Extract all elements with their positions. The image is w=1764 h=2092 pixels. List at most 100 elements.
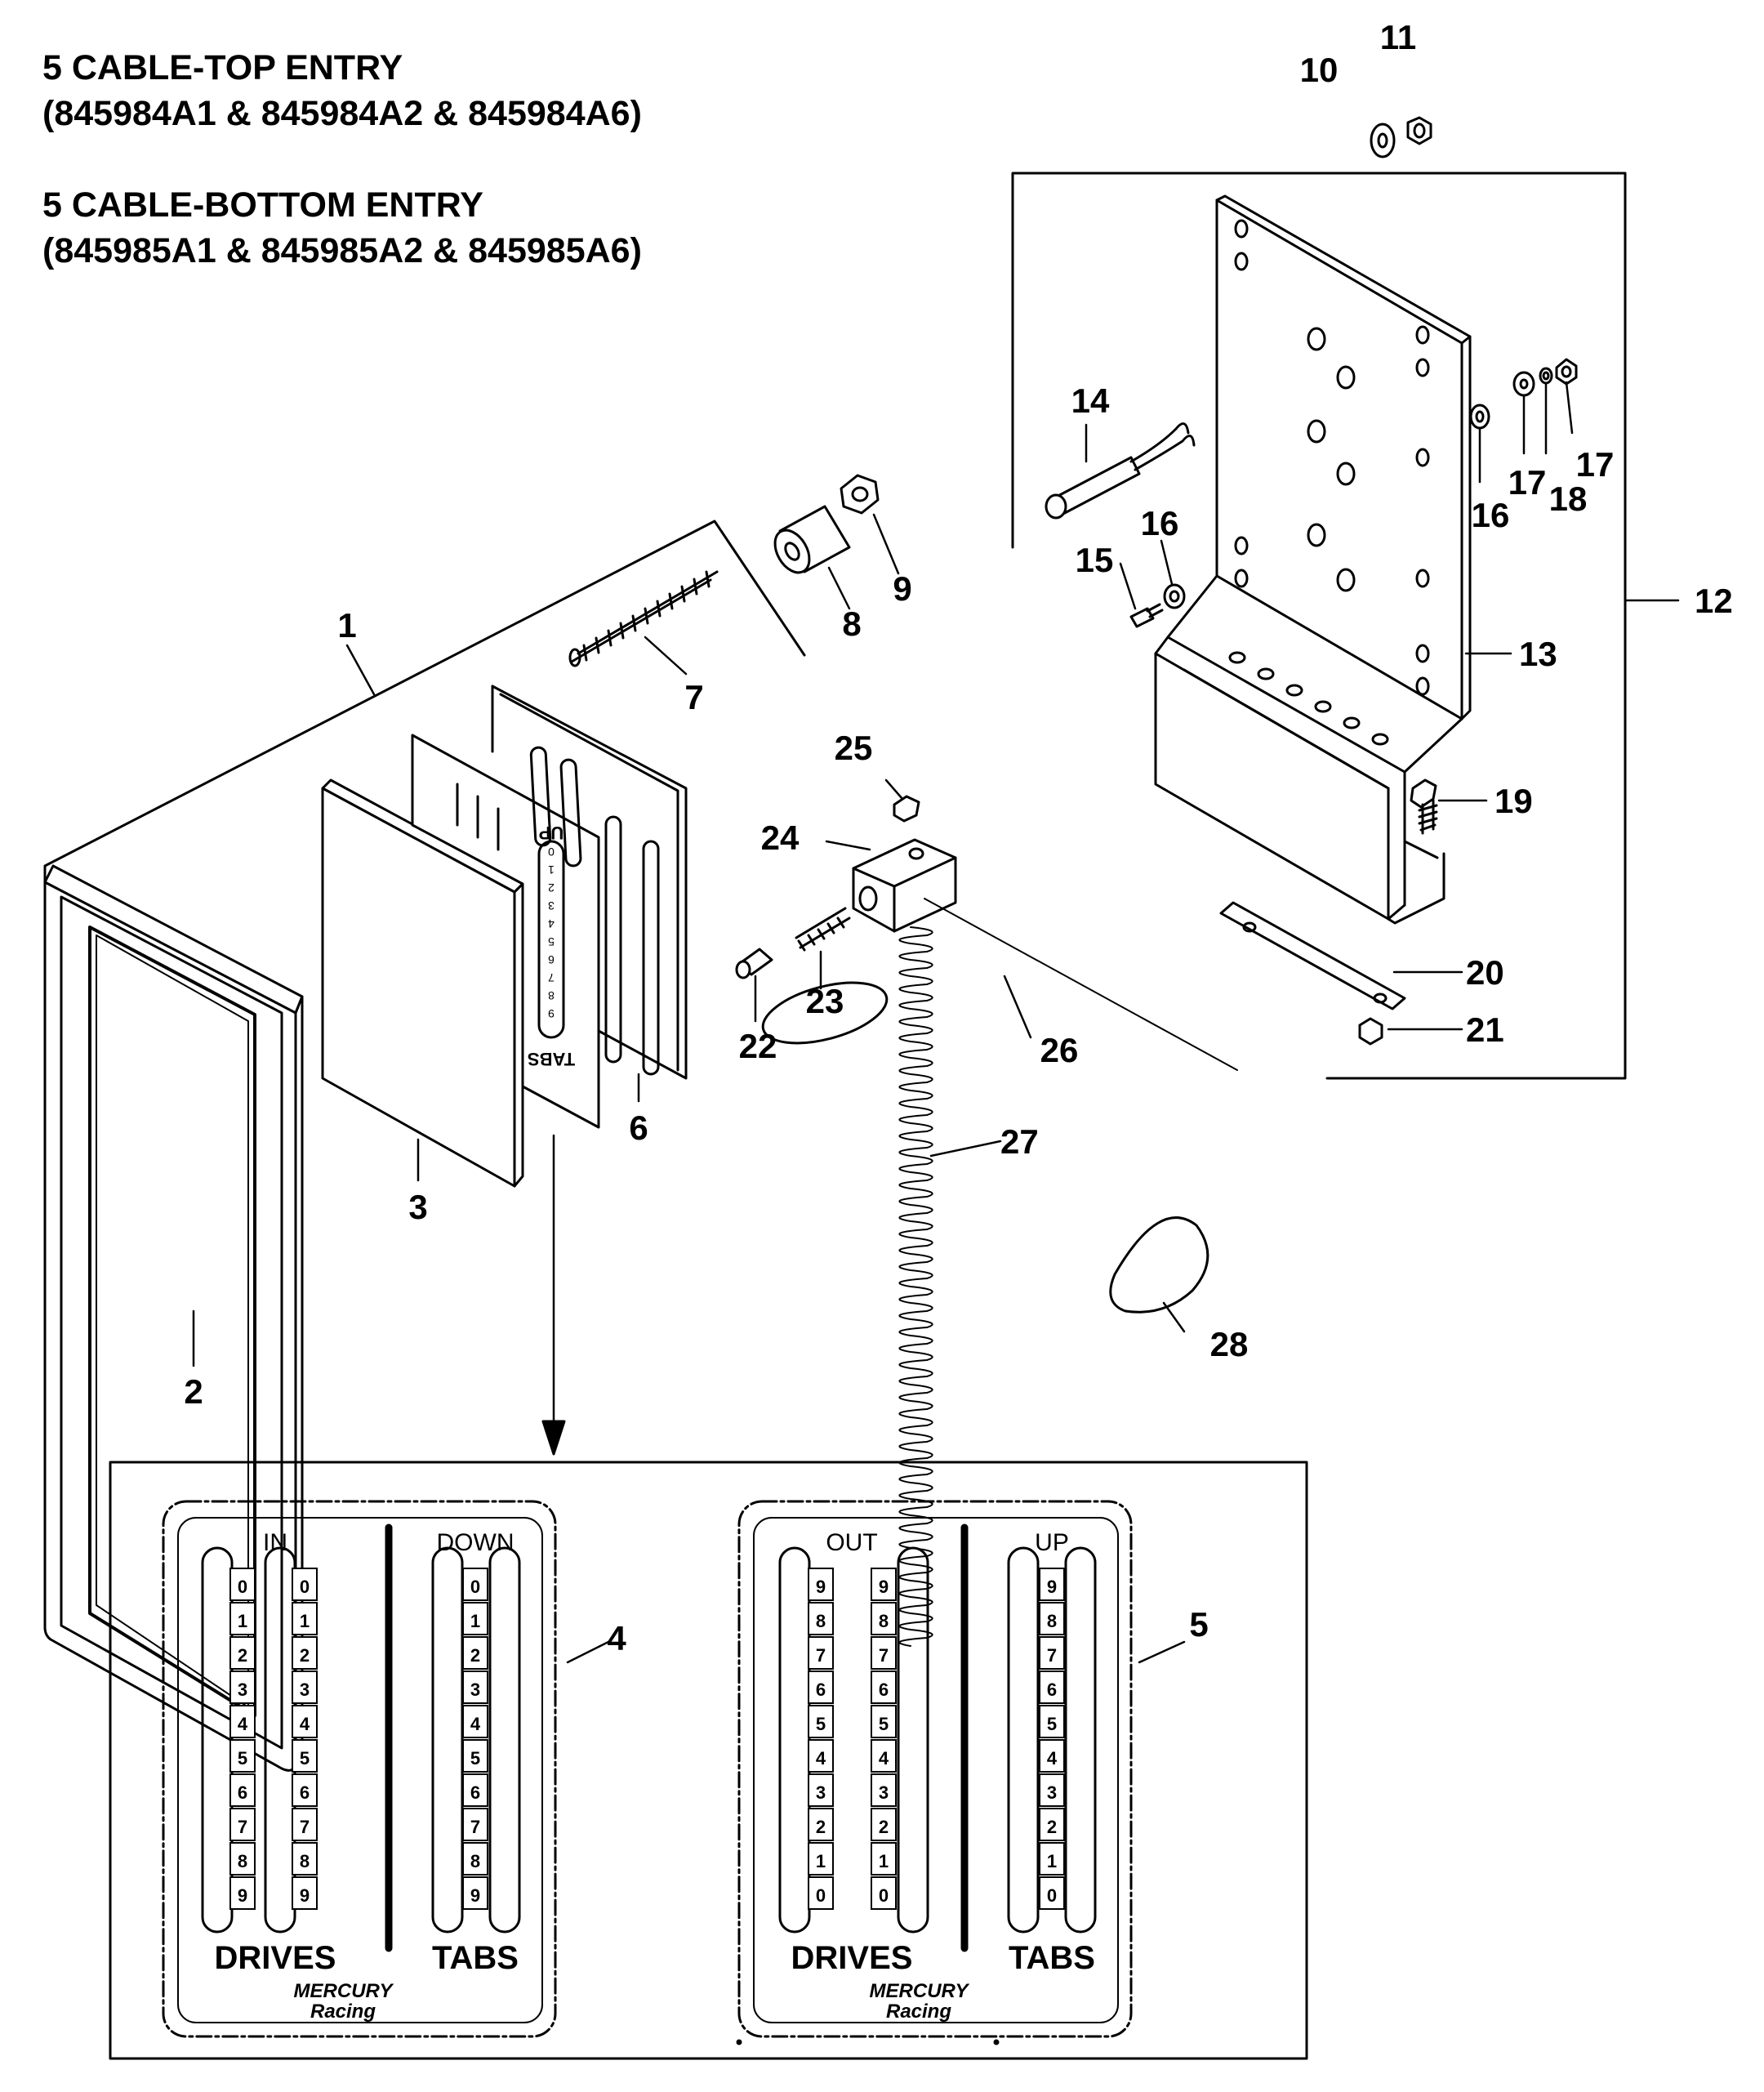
decal-scale-digit: 1 [816,1851,826,1871]
decal-scale-digit-cell [1039,1670,1065,1704]
decal-scale-digit-cell [808,1670,834,1704]
title-bottom-entry-part-numbers: (845985A1 & 845985A2 & 845985A6) [42,231,642,270]
plate-scale-digit: 1 [548,863,555,876]
callout-5: 5 [1189,1605,1208,1644]
callout-15: 15 [1076,541,1114,579]
decal-scale-digit: 0 [1047,1885,1057,1906]
callout-27: 27 [1000,1122,1039,1161]
decal-brand: MERCURY [294,1980,394,2002]
spacer [773,505,851,574]
decal-scale-digit: 7 [816,1645,826,1666]
decal-scale-digit: 5 [1047,1714,1057,1734]
decal-scale-digit: 0 [879,1885,889,1906]
decal-header-up: UP [1035,1529,1069,1556]
decal-scale-digit-cell [1039,1876,1065,1910]
threaded-rod [568,570,719,667]
decal-scale-digit-cell [1039,1808,1065,1841]
decal-scale-digit-cell [871,1636,897,1670]
decal-scale-digit: 3 [1047,1782,1057,1803]
callout-18: 18 [1549,480,1588,518]
leader-lines [192,381,1680,1664]
callout-21: 21 [1466,1010,1504,1049]
decal-scale-digit: 0 [300,1577,310,1597]
decal-scale-digit-cell [808,1808,834,1841]
plate-tabs-label: TABS [528,1049,575,1069]
callout-22: 22 [739,1027,777,1065]
decal-scale-digit-cell [292,1876,318,1910]
decal-scale-digit: 8 [816,1611,826,1631]
callout-28: 28 [1210,1325,1249,1363]
decal-scale-digit-cell [1039,1568,1065,1601]
strap [1219,901,1406,1010]
callout-17: 17 [1576,445,1615,484]
decal-scale-digit: 5 [816,1714,826,1734]
plate-scale-digit: 9 [548,1007,555,1020]
decal-scale-digit-cell [229,1773,256,1807]
decal-scale-digit-cell [808,1842,834,1876]
decal-scale-digit: 3 [300,1679,310,1700]
plate-scale-digit: 8 [548,989,555,1002]
decal-scale-digit: 8 [238,1851,247,1871]
decal-scale-digit: 7 [1047,1645,1057,1666]
decal-scale-digit: 3 [470,1679,480,1700]
decal-scale-digit: 9 [816,1577,826,1597]
callout-7: 7 [684,678,703,716]
decal-scale-digit-cell [462,1670,488,1704]
decal-scale-digit: 9 [300,1885,310,1906]
decal-scale-digit-cell [808,1636,834,1670]
bracket-assembly-outline [1011,172,1627,1080]
decal-scale-digit: 5 [238,1748,247,1769]
decal-scale-digit: 6 [300,1782,310,1803]
decal-scale-digit-cell [808,1739,834,1773]
decal-scale-digit: 2 [238,1645,247,1666]
decal-scale-digit: 0 [238,1577,247,1597]
callout-1: 1 [337,606,356,645]
hex-nut [840,474,880,515]
small-spring [795,907,851,952]
decal-scale-digit-cell [462,1842,488,1876]
decal-scale-digit: 4 [300,1714,310,1734]
nut [1406,116,1432,145]
decal-scale-digit-cell [229,1568,256,1601]
decal-scale-digit-cell [871,1773,897,1807]
decal-scale-digit: 1 [470,1611,480,1631]
bracket [1154,194,1472,925]
decal-scale-digit-cell [1039,1773,1065,1807]
decal-scale-digit-cell [871,1842,897,1876]
callout-23: 23 [806,982,844,1020]
callout-8: 8 [842,604,861,643]
decal-scale-digit-cell [292,1808,318,1841]
wire [924,898,1238,1071]
decal-scale-digit-cell [292,1636,318,1670]
decal-scale-digit: 4 [1047,1748,1058,1769]
decal-scale-digit: 4 [816,1748,826,1769]
washer [1370,123,1396,158]
decal-scale-digit-cell [1039,1602,1065,1635]
callout-2: 2 [184,1372,203,1411]
decal-scale-digit-cell [229,1842,256,1876]
plate-scale-digit: 0 [548,845,555,859]
decal-scale-digit-cell [808,1568,834,1601]
decal-scale-digit-cell [462,1705,488,1738]
decal-scale-digit: 0 [470,1577,480,1597]
decal-scale-digit: 7 [879,1645,889,1666]
callout-11: 11 [1380,18,1416,56]
decal-scale-digit-cell [462,1739,488,1773]
connector-block [852,838,957,933]
decal-scale-digit-cell [229,1705,256,1738]
callout-6: 6 [629,1108,648,1147]
decal-scale-digit: 8 [1047,1611,1057,1631]
decal-brand: MERCURY [870,1980,970,2002]
callout-9: 9 [893,569,911,608]
decal-scale-digit-cell [462,1808,488,1841]
decal-scale-digit: 3 [238,1679,247,1700]
decal-scale-digit: 4 [470,1714,481,1734]
callout-4: 4 [607,1619,626,1657]
decal-scale-digit-cell [292,1602,318,1635]
plate-scale-digit: 3 [548,899,555,912]
decal-scale-digit: 1 [1047,1851,1057,1871]
decal-scale-digit: 4 [238,1714,248,1734]
decal-scale-digit: 6 [238,1782,247,1803]
callout-16: 16 [1141,504,1179,542]
